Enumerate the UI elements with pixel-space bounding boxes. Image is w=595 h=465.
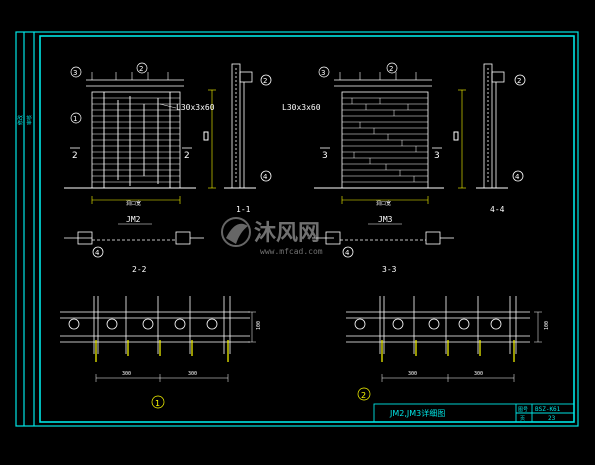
- jm3-plan-strip: [312, 231, 454, 258]
- watermark-brand: 沐风网: [254, 221, 320, 246]
- dim-left-2: 300: [188, 371, 197, 377]
- callout-a-left: 1: [73, 115, 77, 123]
- sidebar-revision-1: 修改: [17, 115, 24, 125]
- view-title-2-2: 2-2: [132, 265, 147, 274]
- callout-b-section11: 2: [263, 77, 267, 85]
- callouts-left: [70, 62, 148, 124]
- jm3-dimensions: [341, 89, 466, 204]
- title-block: [373, 403, 575, 423]
- dim-vertical-left: 100: [256, 321, 262, 330]
- jm2-dimensions: [91, 89, 216, 204]
- watermark: 沐风网 www.mfcad.com: [221, 217, 323, 256]
- revision-sidebar: 修改 审核: [17, 115, 33, 125]
- detail-number-circle-2: [357, 387, 371, 401]
- drawing-frame: [15, 31, 579, 427]
- page-label: 页: [520, 416, 525, 422]
- angle-label-right: L30x3x60: [282, 103, 321, 112]
- watermark-url: www.mfcad.com: [260, 247, 323, 256]
- callouts-right: [318, 62, 398, 78]
- jm2-plan-strip: [64, 231, 204, 258]
- section-2-2-dims: [95, 311, 256, 382]
- width-label-right: 洞口宽: [376, 200, 391, 207]
- view-title-3-3: 3-3: [382, 265, 397, 274]
- page-number: 23: [548, 415, 556, 422]
- callout-b-section44: 2: [517, 77, 521, 85]
- callout-d-plan-right: 4: [345, 249, 350, 257]
- detail-number-1: 1: [155, 399, 160, 408]
- detail-number-circle-1: [151, 395, 165, 409]
- callout-d-plan-left: 4: [95, 249, 100, 257]
- section-mark-3-right: 3: [434, 151, 440, 161]
- view-title-1-1: 1-1: [236, 205, 251, 214]
- section-2-2: [60, 296, 250, 354]
- callout-c-right: 3: [321, 69, 325, 77]
- view-title-jm3: JM3: [378, 215, 393, 224]
- dim-left-1: 300: [122, 371, 131, 377]
- callout-c-left: 3: [73, 69, 77, 77]
- jm2-elevation: [64, 72, 209, 189]
- callout-b-right: 2: [389, 65, 393, 73]
- sheet-label: 图号: [518, 407, 528, 413]
- dim-vertical-right: 100: [544, 321, 550, 330]
- section-4-4: [476, 63, 526, 189]
- detail-number-2: 2: [361, 391, 366, 400]
- section-mark-3-left: 3: [322, 151, 328, 161]
- section-3-3-dims: [381, 311, 542, 382]
- sheet-number: BSZ-K61: [535, 406, 561, 413]
- watermark-logo-icon: [221, 217, 251, 247]
- callout-d-section11: 4: [263, 173, 268, 181]
- section-2-2-studs: [95, 340, 229, 362]
- angle-label-left: L30x3x60: [176, 103, 215, 112]
- dim-right-1: 300: [408, 371, 417, 377]
- section-3-3: [346, 296, 530, 354]
- callout-d-section44: 4: [515, 173, 520, 181]
- dim-right-2: 300: [474, 371, 483, 377]
- section-mark-2-left: 2: [72, 151, 78, 161]
- section-1-1: [224, 63, 272, 189]
- section-mark-2-right: 2: [184, 151, 190, 161]
- section-3-3-studs: [381, 340, 515, 362]
- view-title-jm2: JM2: [126, 215, 141, 224]
- jm3-elevation: [314, 72, 459, 189]
- width-label-left: 洞口宽: [126, 200, 141, 207]
- sidebar-revision-2: 审核: [26, 115, 33, 125]
- callout-b-left: 2: [139, 65, 143, 73]
- drawing-title: JM2,JM3详细图: [389, 408, 445, 418]
- view-title-4-4: 4-4: [490, 205, 505, 214]
